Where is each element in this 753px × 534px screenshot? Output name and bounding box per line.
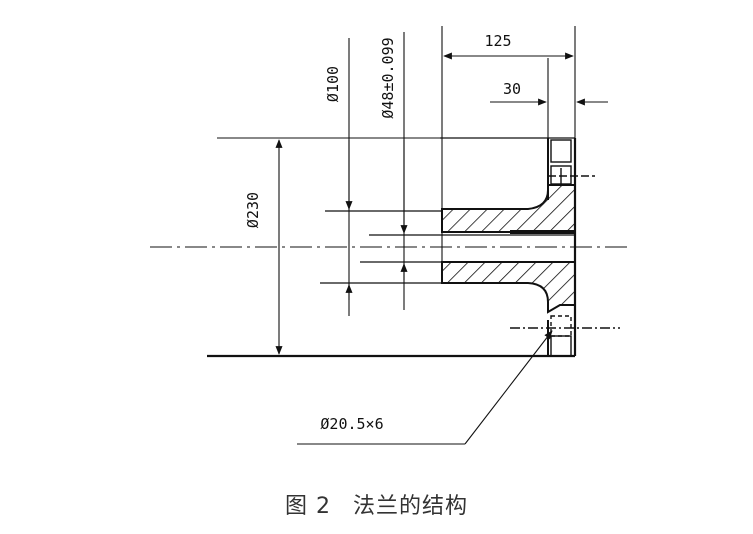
dim-bolt-holes: Ø20.5×6: [320, 415, 383, 433]
figure-number: 图 2: [284, 494, 331, 519]
dim-shaft-diameter: Ø48±0.099: [379, 37, 397, 118]
hatched-sections: [441, 184, 576, 314]
dim-flange-thickness: 30: [503, 80, 521, 98]
figure-title: 法兰的结构: [352, 494, 468, 519]
dimension-lines: [275, 52, 608, 355]
dim-length-total: 125: [484, 32, 511, 50]
bore-lines: [320, 210, 575, 284]
dim-bore-diameter: Ø100: [324, 66, 342, 102]
figure-caption: 图 2 法兰的结构: [0, 488, 753, 520]
leader-line: [297, 330, 553, 445]
bolt-holes: [510, 139, 620, 357]
dim-outer-diameter: Ø230: [244, 192, 262, 228]
